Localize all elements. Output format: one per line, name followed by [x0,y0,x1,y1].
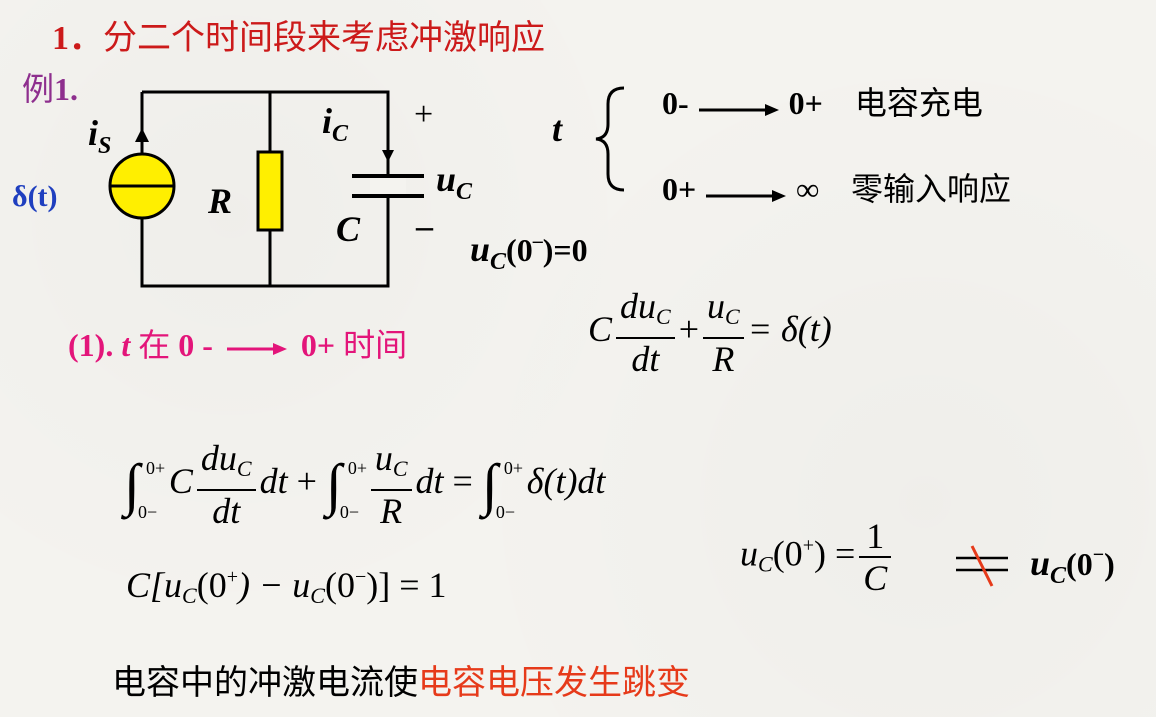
step-1-heading: (1). t 在 0 - 0+ 时间 [68,326,408,364]
arrow-right-icon [706,190,787,203]
circuit-diagram [108,90,424,288]
is-label: iS [88,113,112,159]
circuit-wire [140,90,390,288]
initial-condition: uC(0–)=0 [470,229,588,275]
plus-sign: + [414,96,434,133]
ic-arrow-icon [382,150,394,162]
example-label: 例1. [22,70,79,108]
c-label: C [336,209,361,249]
source-label: δ(t) [12,180,58,213]
conclusion-highlight: 电容电压发生跳变 [418,663,690,703]
result-compare: uC(0−) [1030,543,1115,589]
time-var: t [552,109,563,149]
r-label: R [208,181,233,221]
page-title: 1．分二个时间段来考虑冲激响应 [52,18,545,58]
arrow-right-icon [698,104,779,117]
resistor-icon [256,150,284,232]
arrow-right-icon [226,342,287,355]
jump-equation: C[uC(0+) − uC(0−)] = 1 [126,565,447,608]
time-row-2: 0+ ∞ 零输入响应 [662,170,1012,208]
is-arrow-icon [135,128,149,142]
not-equal-icon [956,545,1008,587]
minus-sign: – [416,208,433,245]
time-row-1: 0- 0+ 电容充电 [662,84,983,122]
conclusion-text: 电容中的冲激电流使电容电压发生跳变 [112,663,690,703]
brace-icon [595,86,625,192]
ic-label: iC [322,101,349,147]
uc-label: uC [436,159,473,205]
capacitor-gap [370,176,406,196]
